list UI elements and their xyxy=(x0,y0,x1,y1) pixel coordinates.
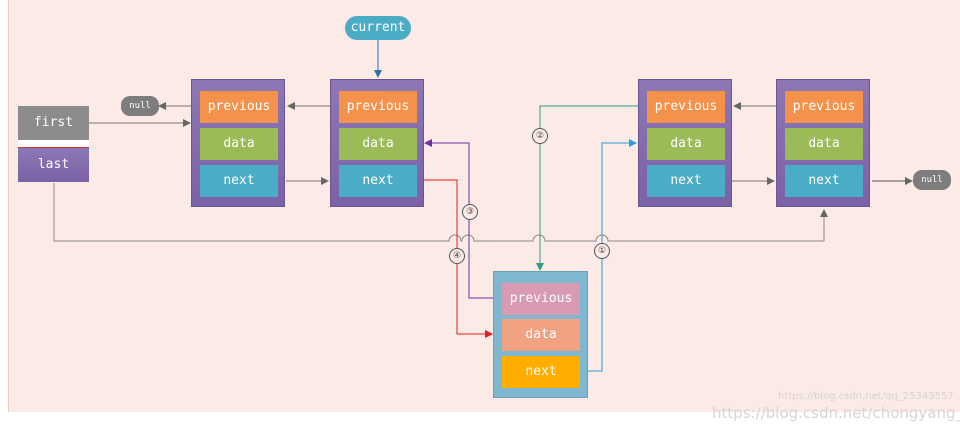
node-data-field: data xyxy=(647,128,725,160)
node-next-field: next xyxy=(200,165,278,197)
first-pointer: first xyxy=(18,106,89,140)
list-node-4: previous data next xyxy=(776,79,870,207)
node-next-field: next xyxy=(785,165,863,197)
step-4-marker: ④ xyxy=(449,248,465,264)
step1-arrow xyxy=(580,139,637,372)
new-node-data-field: data xyxy=(502,319,580,351)
list-node-3: previous data next xyxy=(638,79,732,207)
node-data-field: data xyxy=(785,128,863,160)
node-previous-field: previous xyxy=(785,91,863,123)
node-next-field: next xyxy=(339,165,417,197)
watermark-large: https://blog.csdn.net/chongyang_ xyxy=(712,404,960,422)
node-data-field: data xyxy=(200,128,278,160)
node-previous-field: previous xyxy=(339,91,417,123)
list-node-2: previous data next xyxy=(330,79,424,207)
step-1-marker: ① xyxy=(594,243,610,259)
step-3-marker: ③ xyxy=(462,204,478,220)
node-previous-field: previous xyxy=(647,91,725,123)
first-last-divider xyxy=(18,140,89,148)
new-node-next-field: next xyxy=(502,356,580,388)
null-right: null xyxy=(913,170,951,190)
node-data-field: data xyxy=(339,128,417,160)
node-previous-field: previous xyxy=(200,91,278,123)
watermark-small: https://blog.csdn.net/qq_25343557 xyxy=(778,391,954,402)
null-left: null xyxy=(121,96,159,116)
new-node: previous data next xyxy=(493,271,588,398)
node-next-field: next xyxy=(647,165,725,197)
step-2-marker: ② xyxy=(532,128,548,144)
last-pointer: last xyxy=(18,148,89,182)
step2-arrow xyxy=(536,105,645,271)
current-pointer: current xyxy=(345,16,411,40)
step3-arrow xyxy=(424,139,500,299)
new-node-previous-field: previous xyxy=(502,283,580,315)
list-node-1: previous data next xyxy=(191,79,285,207)
